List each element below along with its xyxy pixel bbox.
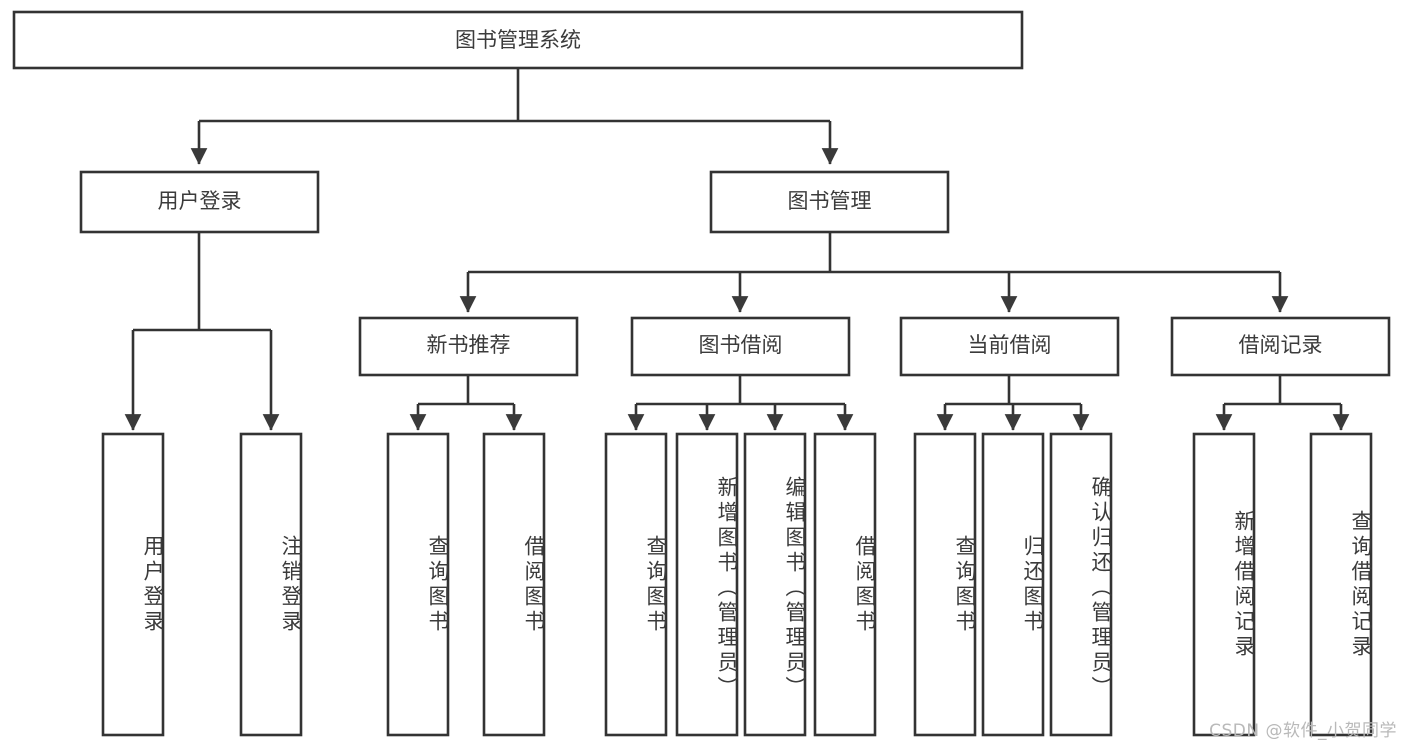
leaf-borrow-book-2-rect[interactable] [813,432,877,737]
node-current-borrow-label: 当前借阅 [968,333,1052,357]
leaf-rect-layer [101,432,1373,737]
node-borrow-record[interactable]: 借阅记录 [1170,316,1391,377]
node-book-management-label: 图书管理 [788,189,872,213]
node-root-label: 图书管理系统 [455,28,581,52]
node-new-book-recommend[interactable]: 新书推荐 [358,316,579,377]
node-new-book-recommend-label: 新书推荐 [427,333,511,357]
edge-layer [124,68,1350,431]
leaf-logout-rect[interactable] [239,432,303,737]
node-root[interactable]: 图书管理系统 [12,10,1024,70]
leaf-return-book-rect[interactable] [981,432,1045,737]
leaf-query-book-2-rect[interactable] [604,432,668,737]
node-borrow-record-label: 借阅记录 [1239,333,1323,357]
node-book-management[interactable]: 图书管理 [709,170,950,234]
leaf-add-book-rect[interactable] [675,432,739,737]
node-user-login-label: 用户登录 [158,189,242,213]
csdn-watermark: CSDN @软件_小贺同学 [1209,721,1397,741]
node-current-borrow[interactable]: 当前借阅 [899,316,1120,377]
node-book-borrow-label: 图书借阅 [699,333,783,357]
leaf-confirm-return-rect[interactable] [1049,432,1113,737]
leaf-borrow-book-1-rect[interactable] [482,432,546,737]
leaf-query-record-rect[interactable] [1309,432,1373,737]
leaf-user-login-rect[interactable] [101,432,165,737]
node-user-login[interactable]: 用户登录 [79,170,320,234]
leaf-edit-book-rect[interactable] [743,432,807,737]
leaf-query-book-3-rect[interactable] [913,432,977,737]
leaf-query-book-1-rect[interactable] [386,432,450,737]
node-layer: 图书管理系统 用户登录 图书管理 新书推荐 图书借阅 [12,10,1391,737]
node-book-borrow[interactable]: 图书借阅 [630,316,851,377]
leaf-add-record-rect[interactable] [1192,432,1256,737]
